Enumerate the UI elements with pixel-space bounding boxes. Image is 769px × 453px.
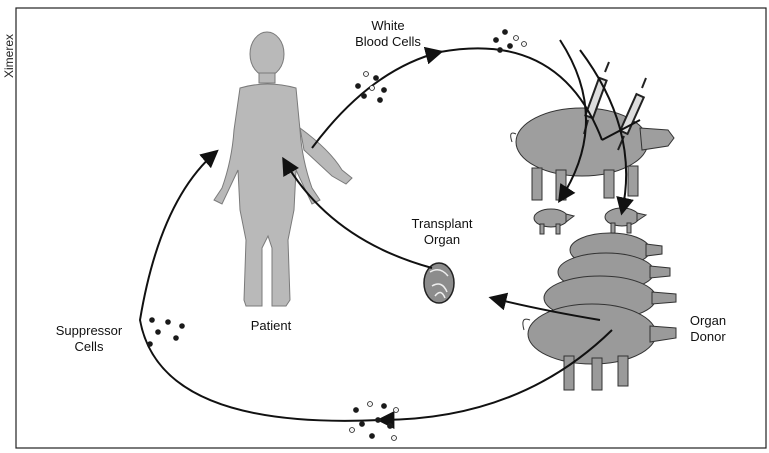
suppressor-cell-dots [147, 317, 185, 347]
label-suppressor-cells-line1: Suppressor [46, 323, 132, 339]
label-suppressor-cells: Suppressor Cells [46, 323, 132, 355]
piglet-left [534, 209, 574, 234]
pig-large [511, 108, 674, 200]
label-transplant-organ-line2: Organ [404, 232, 480, 248]
donor-pig-herd [523, 233, 676, 390]
label-white-blood-cells: White Blood Cells [338, 18, 438, 50]
label-suppressor-cells-line2: Cells [46, 339, 132, 355]
label-white-blood-cells-line2: Blood Cells [338, 34, 438, 50]
piglet-right [605, 208, 646, 233]
label-organ-donor-line2: Donor [680, 329, 736, 345]
wbc-dots-mid [356, 72, 387, 103]
label-transplant-organ: Transplant Organ [404, 216, 480, 248]
label-organ-donor-line1: Organ [680, 313, 736, 329]
arrow-patient-to-wbc [312, 52, 440, 148]
figure-frame [16, 8, 766, 448]
wbc-dots-top [494, 30, 527, 53]
label-organ-donor: Organ Donor [680, 313, 736, 345]
patient-figure [214, 32, 352, 306]
label-white-blood-cells-line1: White [338, 18, 438, 34]
label-transplant-organ-line1: Transplant [404, 216, 480, 232]
side-label: Ximerex [2, 8, 16, 78]
label-patient: Patient [246, 318, 296, 334]
transplant-organ-image [424, 263, 454, 303]
